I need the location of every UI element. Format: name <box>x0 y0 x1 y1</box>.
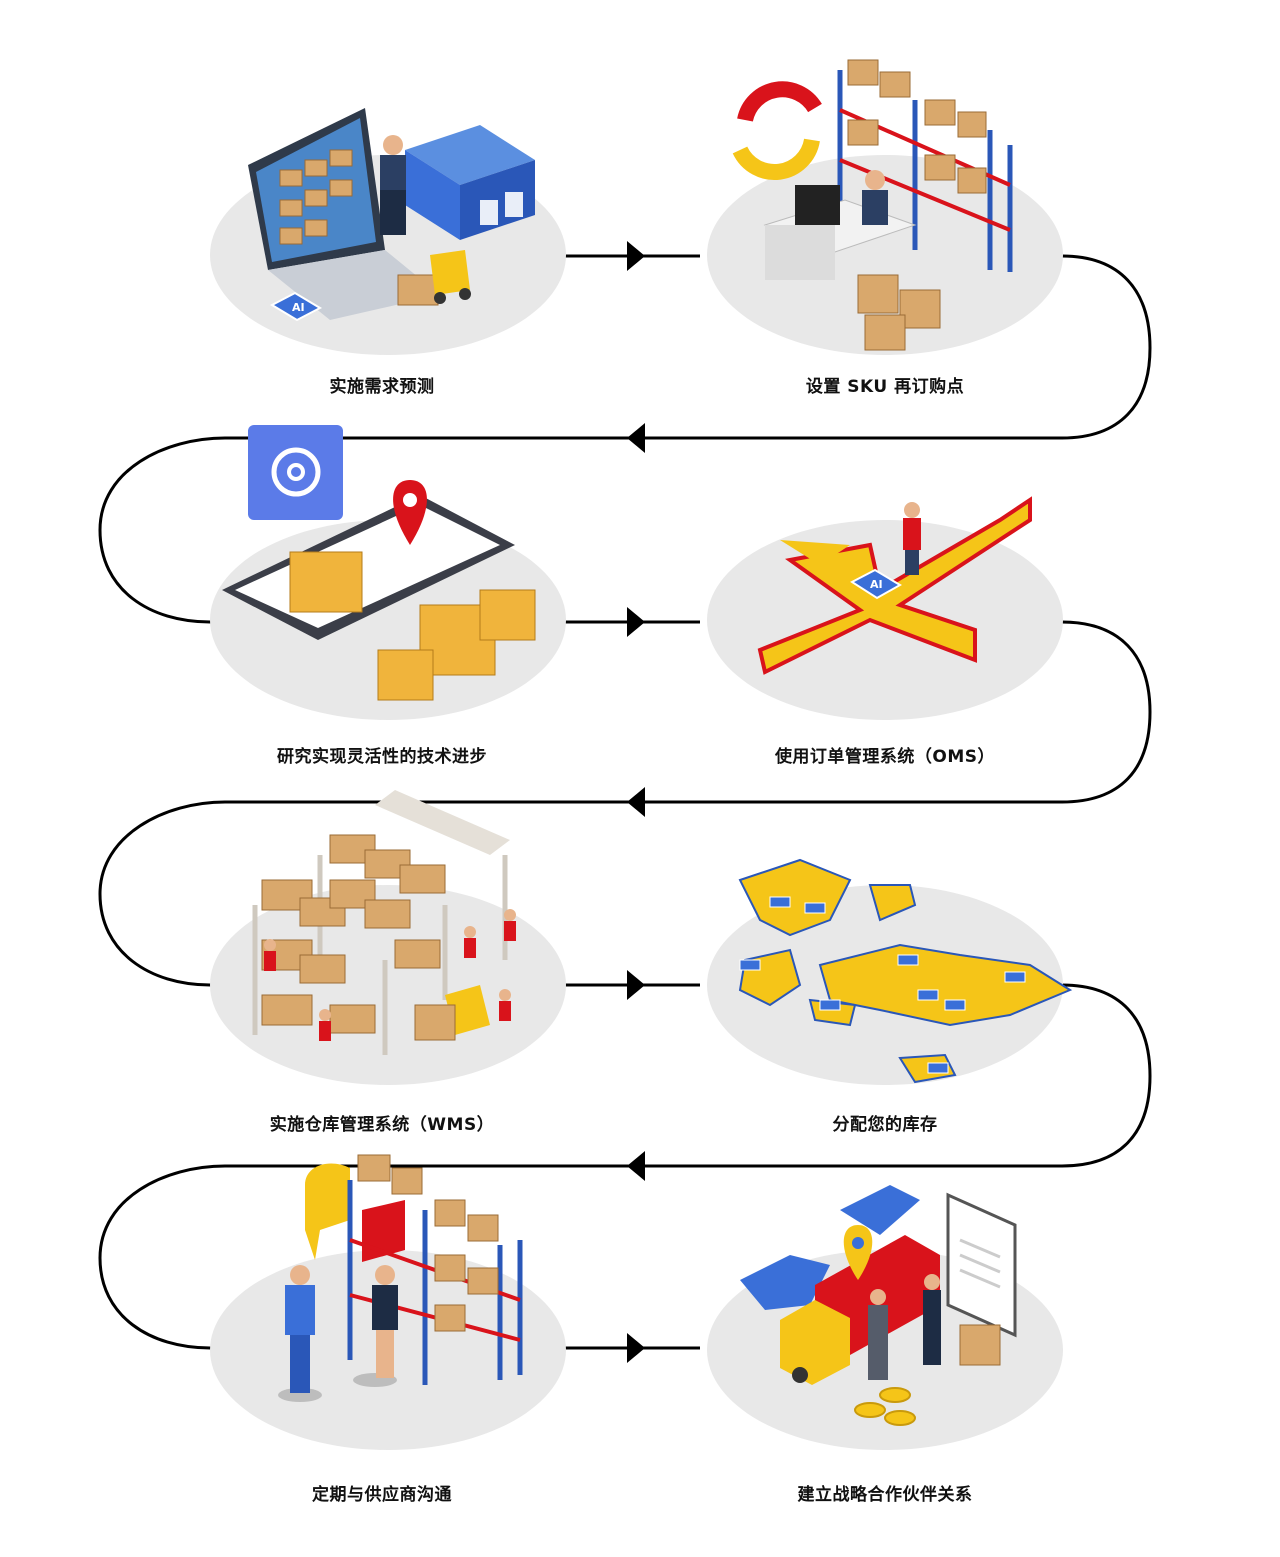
arrow-left-icon <box>627 787 645 817</box>
arrow-right-icon <box>627 241 645 271</box>
arrow-right-icon <box>627 970 645 1000</box>
supplier-meeting-illustration <box>210 1154 566 1450</box>
world-map-illustration <box>707 858 1073 1085</box>
svg-text:AI: AI <box>292 301 305 314</box>
step-label-8: 建立战略合作伙伴关系 <box>797 1485 973 1505</box>
step-label-5: 实施仓库管理系统（WMS） <box>269 1115 495 1135</box>
partnership-truck-illustration <box>707 1185 1063 1450</box>
arrow-right-icon <box>627 1333 645 1363</box>
flow-arrowheads <box>627 241 645 1363</box>
arrow-left-icon <box>627 1151 645 1181</box>
arrow-right-icon <box>627 607 645 637</box>
arrow-left-icon <box>627 423 645 453</box>
step-label-6: 分配您的库存 <box>832 1115 938 1135</box>
step-label-2: 设置 SKU 再订购点 <box>805 377 965 397</box>
flow-connector <box>98 254 1152 1350</box>
svg-text:AI: AI <box>870 578 883 591</box>
oms-arrows-illustration: AI <box>707 496 1063 720</box>
step-label-1: 实施需求预测 <box>329 377 435 397</box>
reorder-point-illustration <box>707 59 1063 355</box>
step-label-3: 研究实现灵活性的技术进步 <box>277 747 487 767</box>
location-tech-illustration <box>210 425 566 720</box>
demand-forecast-illustration: AI <box>210 108 566 355</box>
step-label-7: 定期与供应商沟通 <box>312 1485 452 1505</box>
step-label-4: 使用订单管理系统（OMS） <box>774 747 996 767</box>
warehouse-illustration <box>210 790 566 1085</box>
